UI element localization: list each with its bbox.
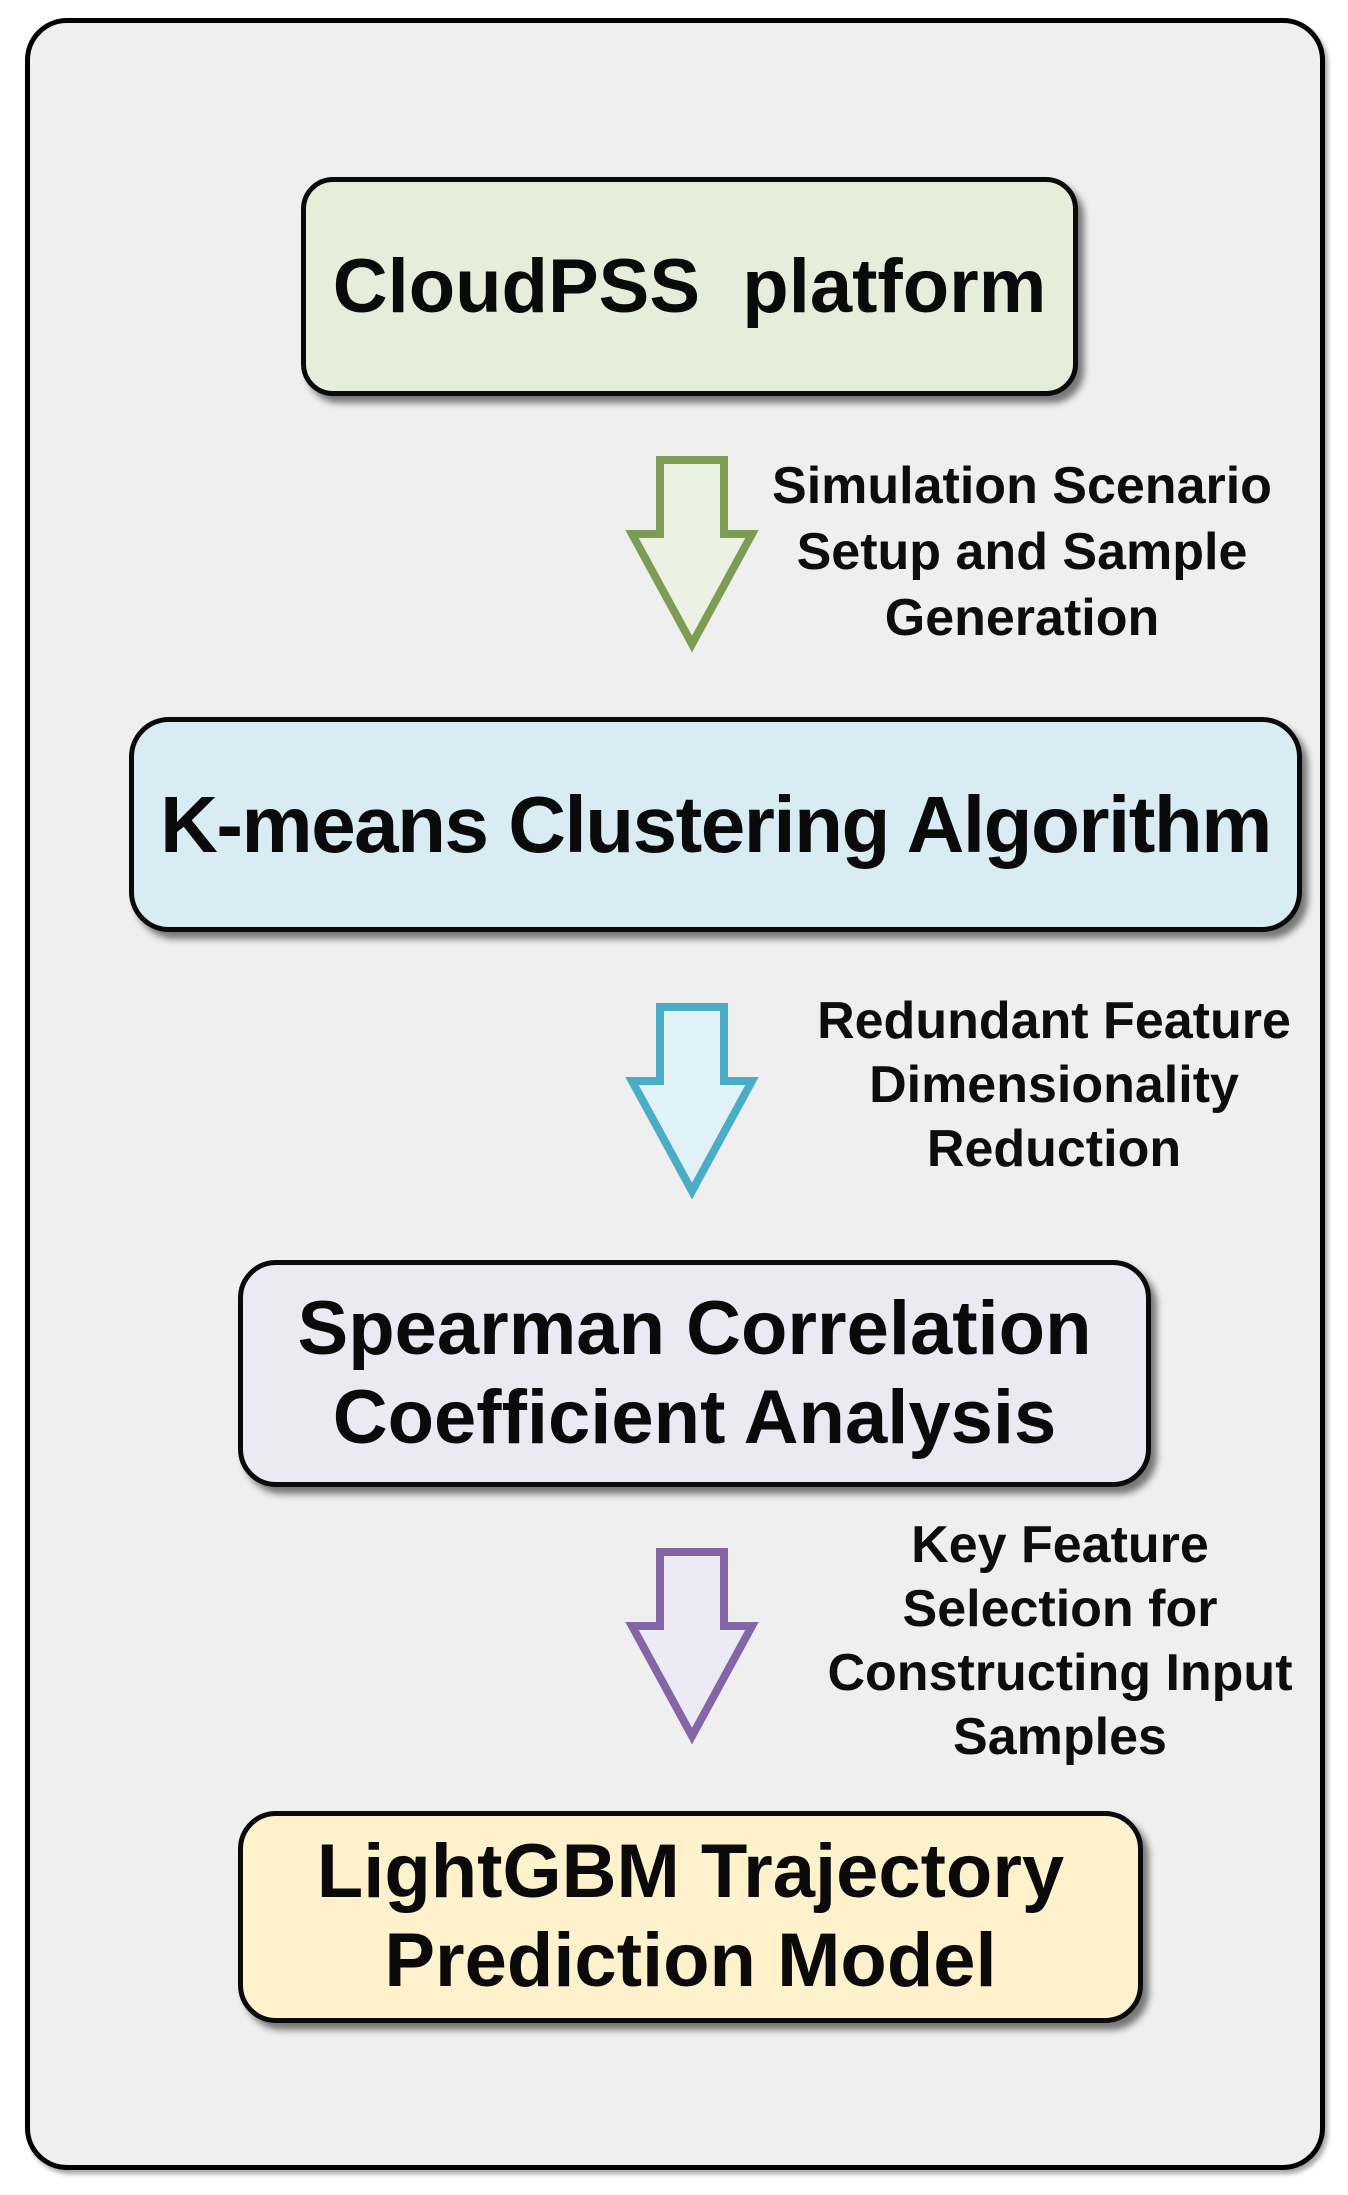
caption-line: Setup and Sample xyxy=(796,523,1248,581)
node-lightgbm-model-line2: Prediction Model xyxy=(384,1918,997,2003)
down-arrow-shape xyxy=(625,456,759,653)
caption-line: Generation xyxy=(884,589,1160,647)
node-spearman-analysis-line2: Coefficient Analysis xyxy=(332,1374,1057,1460)
caption-line: Constructing Input xyxy=(827,1644,1293,1702)
caption-line: Selection for xyxy=(902,1580,1218,1638)
down-arrow-icon-green xyxy=(625,456,759,653)
arrow-caption-keyfeature: Key Feature Selection for Constructing I… xyxy=(770,1513,1348,1769)
node-kmeans-clustering: K-means Clustering Algorithm xyxy=(129,717,1302,932)
flowchart-frame: CloudPSS platform Simulation Scenario Se… xyxy=(25,18,1325,2170)
caption-line: Reduction xyxy=(926,1120,1182,1178)
node-spearman-analysis: Spearman Correlation Coefficient Analysi… xyxy=(238,1260,1151,1487)
node-lightgbm-model: LightGBM Trajectory Prediction Model xyxy=(238,1811,1143,2023)
caption-line: Key Feature xyxy=(911,1516,1209,1574)
node-lightgbm-model-line1: LightGBM Trajectory xyxy=(316,1829,1065,1915)
caption-line: Dimensionality xyxy=(869,1056,1239,1114)
down-arrow-icon-blue xyxy=(625,1003,759,1200)
caption-line: Simulation Scenario xyxy=(772,457,1272,515)
node-cloudpss-platform-label: CloudPSS platform xyxy=(332,244,1047,329)
down-arrow-shape xyxy=(625,1548,759,1745)
caption-line: Samples xyxy=(953,1708,1167,1766)
node-kmeans-clustering-label: K-means Clustering Algorithm xyxy=(160,779,1272,869)
arrow-caption-redundant: Redundant Feature Dimensionality Reducti… xyxy=(774,989,1334,1181)
caption-line: Redundant Feature xyxy=(817,992,1291,1050)
node-spearman-analysis-line1: Spearman Correlation xyxy=(297,1285,1092,1371)
down-arrow-icon-purple xyxy=(625,1548,759,1745)
down-arrow-shape xyxy=(625,1003,759,1200)
arrow-caption-simulation: Simulation Scenario Setup and Sample Gen… xyxy=(730,453,1314,651)
node-cloudpss-platform: CloudPSS platform xyxy=(301,177,1078,396)
